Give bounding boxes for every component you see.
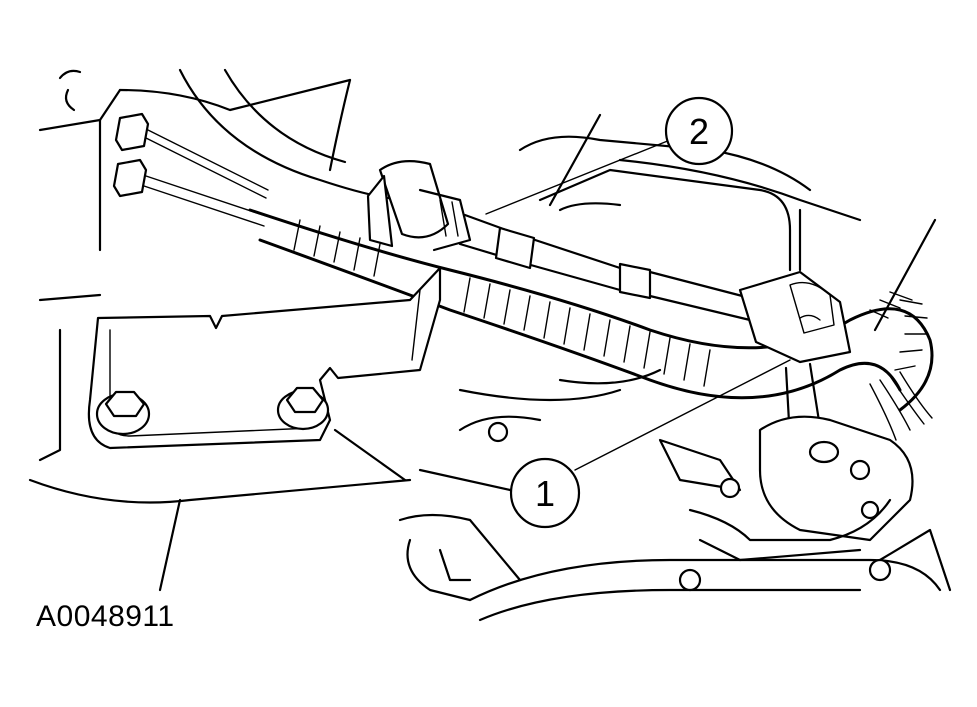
bracket-bolt-left <box>95 390 151 436</box>
wiring-harness <box>248 208 934 441</box>
leader-lines <box>485 139 791 471</box>
figure-id-label: A0048911 <box>36 600 175 633</box>
callout-2: 2 <box>664 96 734 166</box>
callout-1: 1 <box>509 457 581 529</box>
mounting-stud-upper <box>114 112 269 199</box>
mounting-stud-lower <box>112 158 267 227</box>
shift-cable <box>366 159 914 592</box>
cable-bracket <box>87 112 442 450</box>
callout-2-label: 2 <box>689 111 709 152</box>
bracket-bolt-right <box>276 386 330 431</box>
callout-1-label: 1 <box>535 473 555 514</box>
background-structure <box>28 68 952 622</box>
